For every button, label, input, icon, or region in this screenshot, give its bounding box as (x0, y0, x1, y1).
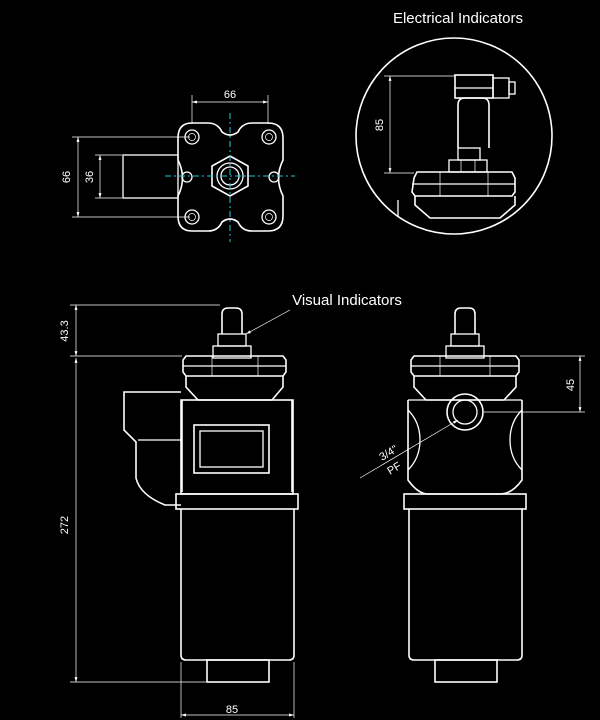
dim-side-top: 43.3 (59, 320, 71, 341)
front-view: 3/4" PF 45 (359, 307, 585, 683)
thread-type: PF (385, 460, 403, 478)
electrical-indicators-label: Electrical Indicators (393, 10, 523, 27)
dim-side-width: 85 (226, 704, 238, 716)
dim-front-port: 45 (565, 379, 577, 391)
dim-top-inner: 36 (84, 171, 96, 183)
top-view: 66 66 36 (61, 89, 295, 242)
dim-elec-height: 85 (374, 119, 386, 131)
dim-side-body: 272 (59, 516, 71, 534)
electrical-detail: Electrical Indicators 8 (355, 10, 553, 235)
dim-top-height: 66 (61, 171, 73, 183)
dim-top-width: 66 (224, 89, 236, 101)
side-view: Visual Indicators 43.3 272 (59, 292, 402, 718)
visual-indicators-label: Visual Indicators (292, 292, 402, 309)
